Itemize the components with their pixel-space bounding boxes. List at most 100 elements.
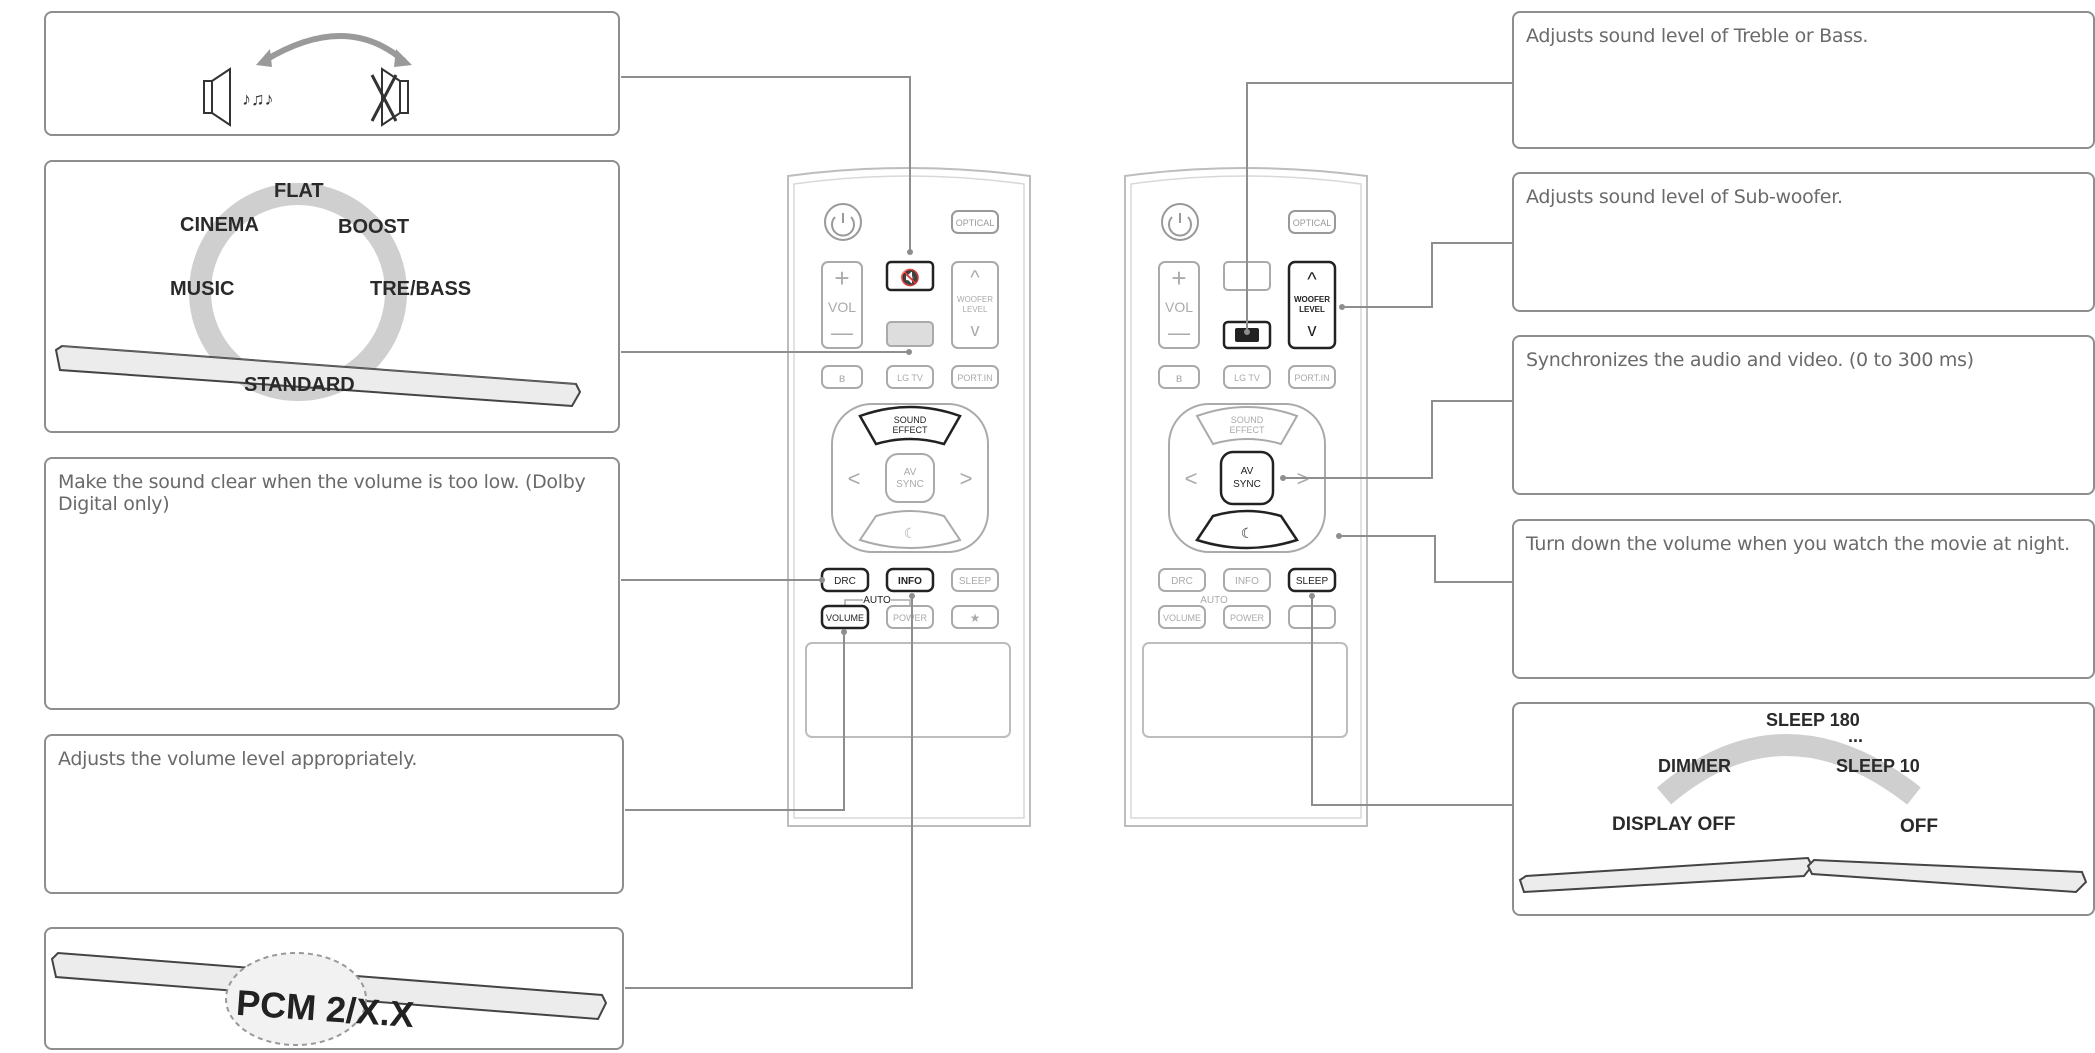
mode-boost: BOOST (338, 216, 410, 238)
drc-panel: Make the sound clear when the volume is … (44, 457, 620, 710)
mode-flat: FLAT (274, 180, 324, 202)
svg-text:EFFECT: EFFECT (893, 425, 929, 435)
svg-text:INFO: INFO (898, 576, 922, 587)
mode-music: MUSIC (170, 278, 235, 300)
svg-text:SOUND: SOUND (1231, 415, 1264, 425)
svg-text:+: + (1171, 263, 1186, 293)
auto-volume-description: Adjusts the volume level appropriately. (58, 748, 418, 770)
sleep-button-2 (1287, 567, 1337, 593)
mode-cinema: CINEMA (180, 214, 259, 236)
svg-text:—: — (831, 320, 853, 345)
svg-text:VOLUME: VOLUME (826, 613, 864, 623)
auto-volume-panel: Adjusts the volume level appropriately. (44, 734, 624, 894)
night-button-2 (1195, 509, 1299, 550)
mute-button (885, 260, 935, 292)
svg-text:<: < (848, 466, 861, 491)
mode-tre-bass: TRE/BASS (370, 278, 472, 300)
woofer-description: Adjusts sound level of Sub-woofer. (1526, 186, 1843, 208)
drc-description: Make the sound clear when the volume is … (58, 471, 586, 515)
sleep-panel: SLEEP 180 ... DIMMER SLEEP 10 DISPLAY OF… (1512, 702, 2095, 916)
connector-lines-left (621, 76, 913, 989)
power-button-icon (824, 203, 862, 241)
svg-text:+: + (834, 263, 849, 293)
svg-text:🔇: 🔇 (900, 268, 920, 287)
svg-text:—: — (1168, 320, 1190, 345)
night-panel: Turn down the volume when you watch the … (1512, 519, 2095, 679)
svg-text:>: > (1297, 466, 1310, 491)
svg-text:PORT.IN: PORT.IN (1294, 373, 1329, 383)
svg-text:LG TV: LG TV (1234, 373, 1260, 383)
treble-bass-description: Adjusts sound level of Treble or Bass. (1526, 25, 1869, 47)
av-sync-panel: Synchronizes the audio and video. (0 to … (1512, 335, 2095, 495)
connector-dots-left (819, 249, 915, 635)
av-sync-button-2 (1219, 450, 1275, 506)
cycle-arrow-icon (189, 183, 407, 401)
night-description: Turn down the volume when you watch the … (1526, 533, 2070, 555)
vol-rocker (821, 261, 863, 349)
dimmer-label: DIMMER (1658, 756, 1731, 776)
svg-text:^: ^ (970, 267, 980, 289)
lg-tv-button (886, 365, 934, 389)
star-button (951, 605, 999, 629)
svg-text:^: ^ (1307, 269, 1317, 291)
mute-illustration: ♪♫♪ (203, 33, 412, 127)
soundbar-icon (54, 344, 582, 408)
info-panel: PCM 2/X.X (44, 927, 624, 1050)
woofer-level-button (1287, 260, 1337, 350)
svg-text:POWER: POWER (893, 613, 928, 623)
svg-text:SYNC: SYNC (896, 479, 924, 490)
sleep-button (951, 568, 999, 592)
off-label: OFF (1900, 816, 1938, 837)
sleep-dots-label: ... (1848, 726, 1864, 746)
nav-pad (831, 403, 989, 553)
power-auto-button (886, 605, 934, 629)
svg-text:VOL: VOL (1165, 299, 1193, 315)
sound-effect-button (858, 405, 962, 446)
svg-text:PORT.IN: PORT.IN (957, 373, 992, 383)
av-sync-description: Synchronizes the audio and video. (0 to … (1526, 349, 1974, 371)
volume-button (820, 604, 870, 630)
svg-text:LEVEL: LEVEL (963, 305, 988, 314)
svg-text:POWER: POWER (1230, 613, 1265, 623)
svg-text:♪♫♪: ♪♫♪ (242, 89, 274, 109)
mode-standard: STANDARD (244, 374, 355, 396)
svg-text:★: ★ (970, 611, 981, 625)
svg-text:AUTO: AUTO (1200, 595, 1228, 606)
svg-text:OPTICAL: OPTICAL (1293, 218, 1332, 228)
svg-text:SYNC: SYNC (1233, 479, 1261, 490)
svg-text:☾: ☾ (1241, 525, 1254, 541)
soundbar-right-icon (1806, 858, 2088, 894)
eq-button (886, 321, 934, 347)
connector-dots-right (1244, 304, 1345, 599)
svg-text:SOUND: SOUND (894, 415, 927, 425)
right-remote: OPTICAL + VOL — ^ WOOFER LEVEL v ʙ LG TV… (1124, 167, 1368, 827)
soundbar-left-icon (1518, 856, 1814, 894)
svg-text:ʙ: ʙ (839, 371, 845, 385)
mute-panel: ♪♫♪ (44, 11, 620, 136)
sleep-cycle-arrow-icon (1656, 734, 1921, 805)
svg-text:AV: AV (904, 467, 917, 478)
svg-text:SLEEP: SLEEP (1296, 576, 1329, 587)
treble-bass-panel: Adjusts sound level of Treble or Bass. (1512, 11, 2095, 149)
sound-effect-illustration (54, 183, 582, 408)
svg-text:LEVEL: LEVEL (1299, 305, 1325, 314)
bluetooth-button (821, 365, 863, 389)
sleep-180-label: SLEEP 180 (1766, 710, 1860, 730)
svg-text:LG TV: LG TV (897, 373, 923, 383)
woofer-panel: Adjusts sound level of Sub-woofer. (1512, 172, 2095, 312)
woofer-level-rocker (951, 261, 999, 349)
speaker-on-icon: ♪♫♪ (203, 67, 274, 127)
svg-text:☾: ☾ (904, 525, 917, 541)
left-remote: OPTICAL + VOL — 🔇 ^ WOOFER LEVEL v ʙ LG … (787, 167, 1031, 827)
svg-text:AUTO: AUTO (863, 595, 891, 606)
power-button-icon-2 (1161, 203, 1199, 241)
svg-text:VOLUME: VOLUME (1163, 613, 1201, 623)
optical-button (951, 210, 999, 234)
svg-text:AV: AV (1241, 466, 1254, 477)
svg-text:DRC: DRC (1171, 576, 1193, 587)
svg-text:OPTICAL: OPTICAL (956, 218, 995, 228)
night-button (858, 510, 962, 549)
treble-bass-button (1222, 320, 1272, 350)
svg-text:VOL: VOL (828, 299, 856, 315)
svg-text:<: < (1185, 466, 1198, 491)
